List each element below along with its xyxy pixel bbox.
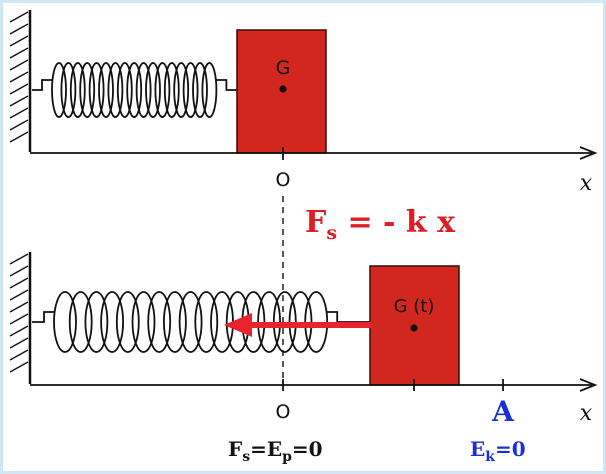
- spring-coil: [53, 291, 77, 353]
- restoring-force-formula: Fs = - k x: [305, 205, 456, 244]
- bottom-axis-arrowhead: [579, 378, 598, 392]
- spring-coil: [68, 291, 93, 353]
- spring-coil: [173, 62, 190, 118]
- spring-coil: [69, 62, 86, 118]
- bottom-axis-label: x: [580, 401, 593, 426]
- bottom-origin-label: O: [276, 401, 291, 423]
- spring-coil: [98, 62, 114, 118]
- spring-coil: [79, 62, 96, 118]
- top-spring: [32, 62, 237, 118]
- amplitude-energy-label: Ek=0: [470, 437, 526, 465]
- bottom-wall-hatch: [9, 252, 32, 384]
- bottom-panel: G (t) O A x: [9, 252, 598, 428]
- bottom-block-label: G (t): [394, 296, 435, 317]
- spring-coil: [51, 62, 67, 118]
- spring-coil: [163, 62, 180, 118]
- force-arrow-head: [224, 313, 252, 337]
- top-center-of-mass-dot: [279, 85, 287, 93]
- spring-lead-wire: [32, 79, 52, 91]
- spring-coil: [126, 62, 143, 118]
- top-block-label: G: [276, 57, 291, 79]
- spring-end-wire: [216, 79, 237, 91]
- top-panel: G O x: [9, 10, 598, 196]
- spring-coil: [84, 291, 109, 353]
- top-axis-arrowhead: [579, 146, 598, 160]
- spring-lead-wire: [32, 311, 54, 323]
- spring-coil: [88, 62, 105, 118]
- spring-coil: [154, 62, 171, 118]
- equilibrium-energy-label: Fs=Ep=0: [228, 437, 323, 465]
- top-axis-label: x: [580, 171, 593, 196]
- spring-coil: [131, 291, 156, 353]
- spring-coil: [147, 291, 172, 353]
- spring-coil: [182, 62, 199, 118]
- spring-coil: [135, 62, 152, 118]
- spring-coil: [100, 291, 124, 353]
- top-wall-hatch: [9, 10, 32, 152]
- spring-coil: [201, 62, 218, 118]
- spring-coil: [116, 62, 133, 118]
- spring-coil: [145, 62, 161, 118]
- spring-coil: [107, 62, 124, 118]
- spring-coil: [162, 291, 187, 353]
- spring-coil: [192, 62, 208, 118]
- bottom-center-of-mass-dot: [410, 324, 418, 332]
- amplitude-label: A: [491, 395, 515, 428]
- spring-coil: [115, 291, 140, 353]
- spring-coil: [194, 291, 219, 353]
- top-origin-label: O: [276, 169, 291, 191]
- spring-coil: [178, 291, 203, 353]
- spring-coil: [60, 62, 77, 118]
